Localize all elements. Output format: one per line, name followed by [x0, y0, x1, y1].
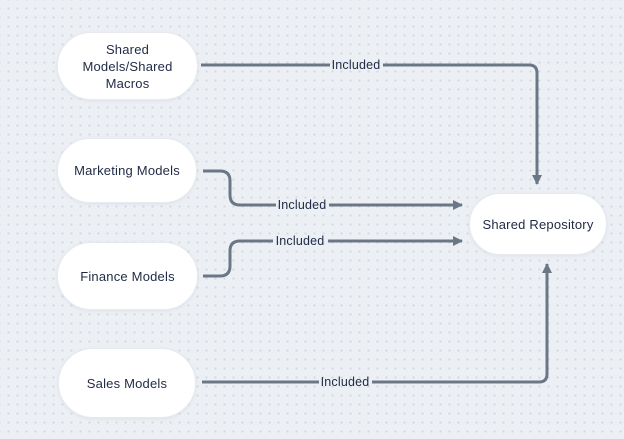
- node-label-line: Macros: [105, 75, 150, 91]
- edge-label-included-marketing: Included: [277, 198, 327, 212]
- node-label: Shared Repository: [482, 216, 594, 232]
- edge-label-included-finance: Included: [275, 234, 325, 248]
- edge-finance-to-repository-segment-1: [203, 239, 273, 278]
- node-label-line: Models/Shared: [82, 58, 173, 74]
- edge-shared-models-to-repository-segment-2: [383, 63, 542, 185]
- node-finance-models: Finance Models: [57, 242, 198, 310]
- edge-sales-to-repository-segment-2: [372, 263, 552, 384]
- node-label-line: Shared: [105, 41, 150, 57]
- node-shared-models-shared-macros: Shared Models/Shared Macros: [57, 32, 198, 100]
- edge-label-included-shared-models: Included: [331, 58, 381, 72]
- edge-label-included-sales: Included: [320, 375, 370, 389]
- node-shared-repository: Shared Repository: [469, 193, 607, 255]
- edge-marketing-to-repository-segment-1: [203, 169, 276, 207]
- node-label: Finance Models: [80, 268, 175, 284]
- node-marketing-models: Marketing Models: [57, 138, 197, 203]
- node-sales-models: Sales Models: [58, 348, 196, 418]
- node-label: Sales Models: [86, 375, 168, 391]
- node-label: Marketing Models: [74, 163, 180, 178]
